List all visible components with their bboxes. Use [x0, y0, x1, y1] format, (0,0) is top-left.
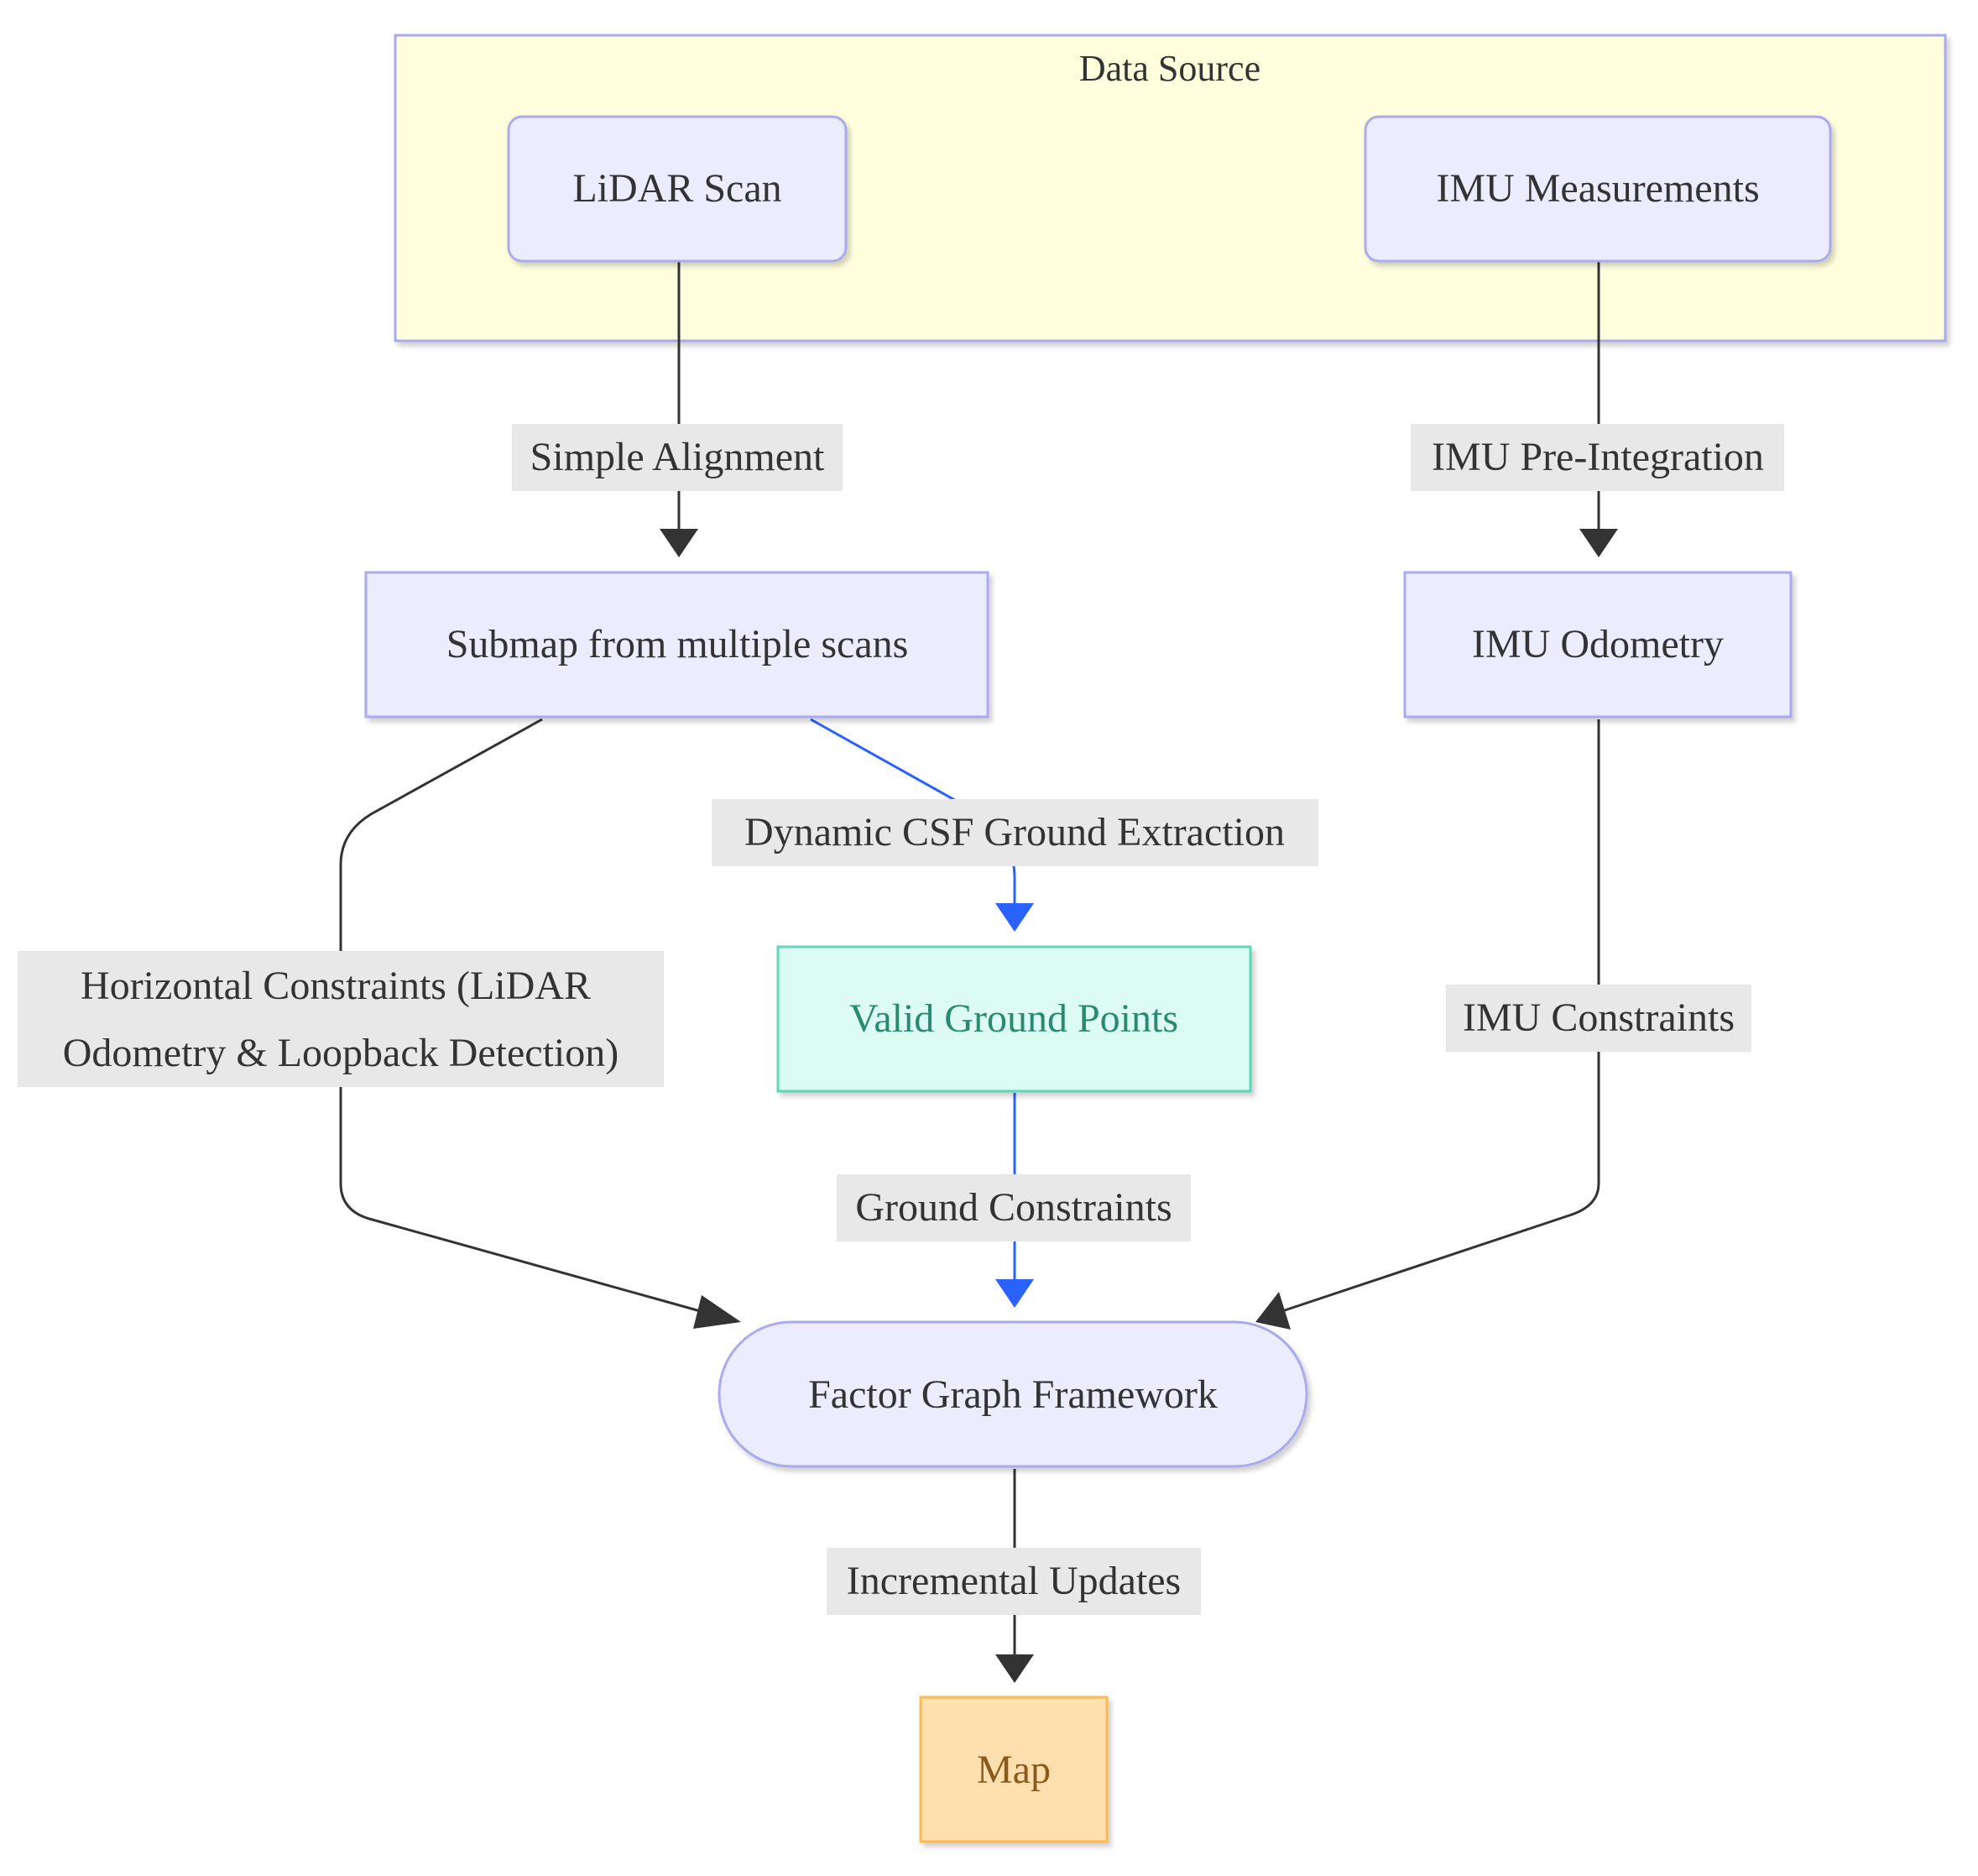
- edge-label-csf-ground-extraction: Dynamic CSF Ground Extraction: [712, 799, 1318, 866]
- data-source-title: Data Source: [1079, 48, 1260, 89]
- edge-label-simple-alignment-text: Simple Alignment: [530, 435, 825, 479]
- node-lidar-scan-label: LiDAR Scan: [572, 166, 781, 211]
- node-valid-ground-points: Valid Ground Points: [776, 945, 1252, 1093]
- node-map-label: Map: [977, 1748, 1051, 1792]
- node-imu-measurements: IMU Measurements: [1364, 115, 1832, 263]
- node-valid-ground-points-label: Valid Ground Points: [849, 996, 1178, 1041]
- edge-label-imu-preintegration-text: IMU Pre-Integration: [1432, 435, 1764, 479]
- edge-label-incremental-updates-text: Incremental Updates: [847, 1559, 1181, 1603]
- node-lidar-scan: LiDAR Scan: [507, 115, 848, 263]
- edge-label-simple-alignment: Simple Alignment: [512, 424, 843, 491]
- node-factor-graph: Factor Graph Framework: [718, 1320, 1308, 1468]
- node-submap: Submap from multiple scans: [364, 571, 989, 719]
- nodes: LiDAR Scan IMU Measurements Submap from …: [364, 115, 1832, 1843]
- node-submap-label: Submap from multiple scans: [446, 622, 909, 666]
- edge-label-incremental-updates: Incremental Updates: [827, 1548, 1201, 1615]
- node-imu-measurements-label: IMU Measurements: [1436, 166, 1759, 211]
- edge-label-imu-preintegration: IMU Pre-Integration: [1411, 424, 1784, 491]
- edge-label-ground-constraints-text: Ground Constraints: [855, 1185, 1172, 1230]
- node-imu-odometry-label: IMU Odometry: [1472, 622, 1724, 666]
- node-map: Map: [919, 1696, 1109, 1843]
- edge-label-horizontal-constraints: Horizontal Constraints (LiDAR Odometry &…: [18, 951, 664, 1087]
- edge-label-horizontal-constraints-line1: Horizontal Constraints (LiDAR: [81, 964, 591, 1008]
- edge-submap-to-factor-graph: [339, 718, 741, 1329]
- edge-label-imu-constraints: IMU Constraints: [1446, 985, 1751, 1052]
- edge-label-horizontal-constraints-line2: Odometry & Loopback Detection): [63, 1031, 618, 1075]
- edge-label-csf-ground-extraction-text: Dynamic CSF Ground Extraction: [744, 810, 1285, 854]
- edge-odometry-to-factor-graph: [1255, 719, 1600, 1330]
- edge-label-imu-constraints-text: IMU Constraints: [1463, 995, 1735, 1040]
- node-factor-graph-label: Factor Graph Framework: [808, 1372, 1218, 1417]
- node-imu-odometry: IMU Odometry: [1403, 571, 1793, 719]
- edge-labels: Simple Alignment IMU Pre-Integration Dyn…: [18, 424, 1784, 1615]
- edge-label-ground-constraints: Ground Constraints: [837, 1174, 1191, 1241]
